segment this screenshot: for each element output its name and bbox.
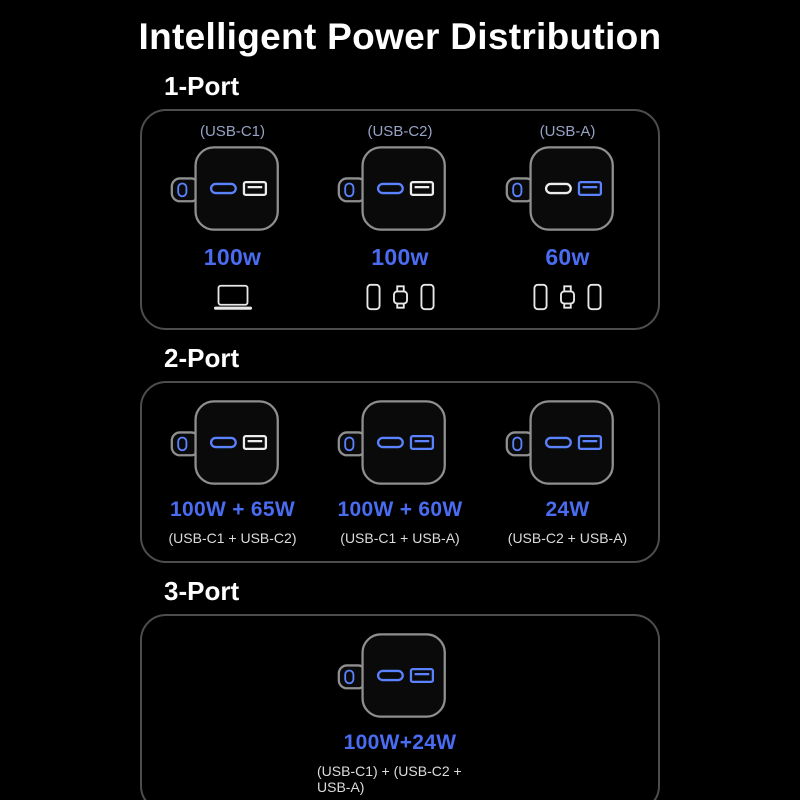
phone-icon — [366, 283, 380, 311]
phone-icon — [533, 283, 548, 311]
scenario-usb-c2: (USB-C2) 100w — [317, 123, 483, 313]
scenario-c1-c2: 100W + 65W (USB-C1 + USB-C2) — [150, 395, 316, 546]
wattage-value: 24W — [545, 498, 590, 521]
watch-icon — [392, 285, 408, 309]
section-heading: 1-Port — [164, 71, 240, 101]
page-title: Intelligent Power Distribution — [138, 16, 662, 57]
charger-illustration — [163, 141, 303, 241]
scenario-c1-a: 100W + 60W (USB-C1 + USB-A) — [317, 395, 483, 546]
scenario-usb-a: (USB-A) 60w — [485, 123, 651, 313]
section-heading: 3-Port — [164, 576, 240, 606]
section-1-port: 1-Port (USB-C1) 100w — [140, 58, 660, 330]
laptop-icon — [213, 284, 252, 310]
panel-2-port: 100W + 65W (USB-C1 + USB-C2) 100W + 60W … — [140, 381, 660, 563]
charger-illustration — [163, 395, 303, 495]
scenario-usb-c1: (USB-C1) 100w — [150, 123, 316, 313]
wattage-value: 100W + 65W — [170, 498, 295, 521]
charger-illustration — [330, 395, 470, 495]
charger-svg — [505, 146, 614, 231]
port-label: (USB-C2) — [367, 123, 433, 140]
charger-svg — [337, 633, 446, 718]
scenario-all-ports: 100W+24W (USB-C1) + (USB-C2 + USB-A) — [317, 628, 483, 795]
ports-combo-label: (USB-C1 + USB-C2) — [168, 530, 297, 546]
ports-combo-label: (USB-C1 + USB-A) — [340, 530, 460, 546]
scenario-c2-a: 24W (USB-C2 + USB-A) — [485, 395, 651, 546]
ports-combo-label: (USB-C2 + USB-A) — [507, 530, 628, 546]
section-heading: 2-Port — [164, 343, 240, 373]
section-3-port: 3-Port 100W+24W (USB-C1) + (USB-C2 + USB… — [140, 563, 660, 800]
phone-icon — [420, 283, 434, 311]
wattage-value: 100w — [371, 244, 429, 270]
phone-icon — [587, 283, 602, 311]
panel-3-port: 100W+24W (USB-C1) + (USB-C2 + USB-A) — [140, 614, 660, 800]
charger-illustration — [498, 141, 638, 241]
charger-illustration — [330, 628, 470, 728]
wattage-value: 60w — [545, 244, 590, 270]
watch-icon — [560, 285, 575, 309]
device-icons — [532, 281, 603, 313]
charger-svg — [337, 400, 446, 485]
device-icons — [211, 281, 255, 313]
charger-svg — [337, 146, 446, 231]
port-label: (USB-C1) — [199, 123, 265, 140]
charger-illustration — [330, 141, 470, 241]
port-label: (USB-A) — [539, 123, 596, 140]
panel-1-port: (USB-C1) 100w — [140, 109, 660, 330]
ports-combo-label: (USB-C1) + (USB-C2 + USB-A) — [317, 763, 462, 795]
charger-svg — [170, 146, 279, 231]
section-2-port: 2-Port 100W + 65W (USB-C1 + USB-C2) — [140, 330, 660, 563]
charger-svg — [505, 400, 614, 485]
device-icons — [365, 281, 436, 313]
wattage-value: 100W + 60W — [337, 498, 463, 521]
wattage-value: 100W+24W — [343, 731, 457, 754]
charger-illustration — [498, 395, 638, 495]
charger-svg — [170, 400, 279, 485]
wattage-value: 100w — [203, 244, 262, 270]
